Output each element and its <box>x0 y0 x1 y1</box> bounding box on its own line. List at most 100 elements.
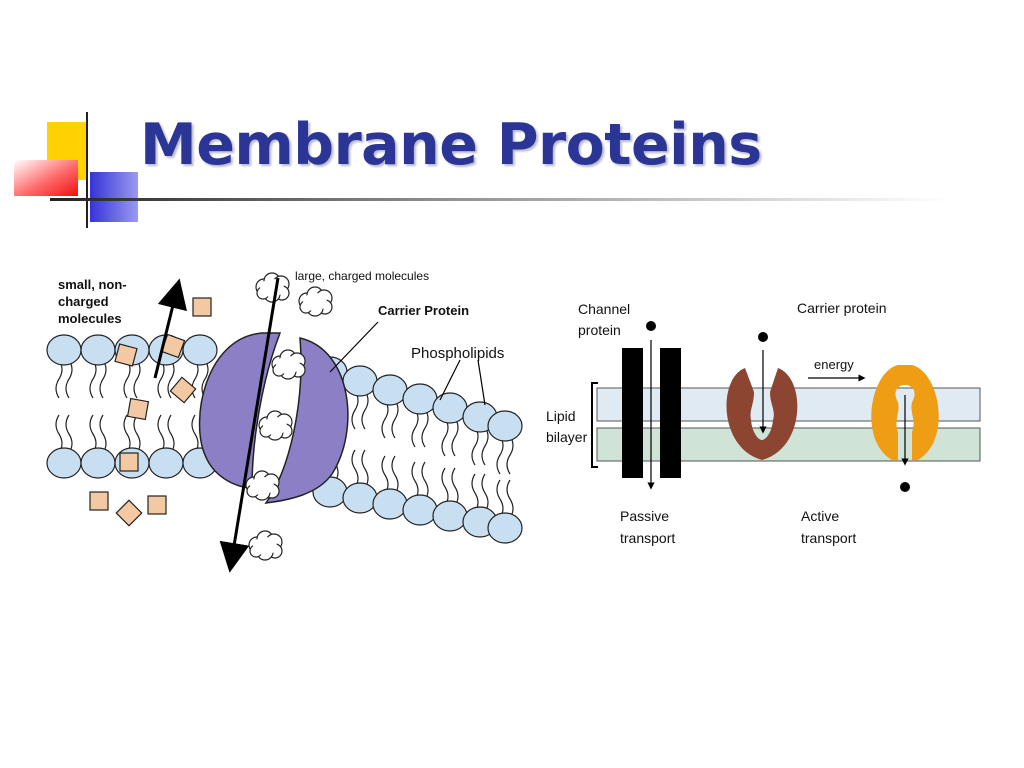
small-molecule <box>89 491 109 511</box>
lipid-bilayer-label-2: bilayer <box>546 429 588 445</box>
lipid-tail <box>391 455 399 495</box>
energy-label: energy <box>814 357 854 372</box>
phospholipid-bilayer <box>46 334 523 544</box>
lipid-tail <box>481 473 489 513</box>
small-molecules-label-1: small, non- <box>58 277 127 292</box>
active-transport-label-2: transport <box>801 530 856 546</box>
carrier-leader-line <box>329 321 379 373</box>
carrier-protein-brown <box>726 368 798 460</box>
lipid-tail <box>89 359 97 399</box>
lipid-tail <box>65 414 73 454</box>
large-molecule <box>245 470 280 501</box>
phospholipid-head <box>342 482 378 514</box>
lipid-tail <box>55 414 63 454</box>
phospholipid-leader-line-2 <box>477 359 486 406</box>
lipid-tail <box>381 455 389 495</box>
blue-square <box>90 172 138 222</box>
bilayer-bracket <box>591 382 598 468</box>
lipid-tail <box>55 359 63 399</box>
lipid-bilayer-label-1: Lipid <box>546 408 576 424</box>
lipid-tail <box>506 435 514 475</box>
small-molecules-label-2: charged <box>58 294 109 309</box>
lipid-tail <box>441 417 449 457</box>
phospholipid-head <box>432 500 468 532</box>
small-molecule <box>169 376 197 404</box>
lipid-tail <box>167 359 175 399</box>
phospholipid-head <box>487 512 523 544</box>
channel-protein-label-2: protein <box>578 322 621 338</box>
lipid-tail <box>65 359 73 399</box>
phospholipid-head <box>372 488 408 520</box>
lipid-tail <box>123 414 131 454</box>
lipid-tail <box>451 417 459 457</box>
large-molecule <box>255 272 290 303</box>
active-solute-bottom <box>900 482 910 492</box>
carrier-protein-label-right: Carrier protein <box>797 300 886 316</box>
lipid-tail <box>157 414 165 454</box>
large-molecule <box>258 410 293 441</box>
lipid-tail <box>411 408 419 448</box>
lipid-tail <box>191 414 199 454</box>
small-molecule-arrow <box>153 278 187 379</box>
large-molecule <box>248 530 283 561</box>
large-molecules-label: large, charged molecules <box>295 269 429 283</box>
channel-protein-left <box>622 348 643 478</box>
phospholipid-head <box>342 365 378 397</box>
small-molecule <box>126 397 150 421</box>
channel-protein-label-1: Channel <box>578 301 630 317</box>
phospholipid-head <box>148 447 184 479</box>
lipid-tail <box>167 414 175 454</box>
large-charged-molecules <box>245 272 333 561</box>
lipid-tail <box>381 399 389 439</box>
phospholipid-head <box>80 447 116 479</box>
lipid-tail <box>451 467 459 507</box>
lipid-tail <box>133 414 141 454</box>
lipid-tail <box>361 449 369 489</box>
phospholipid-head <box>402 494 438 526</box>
small-molecule <box>115 499 143 527</box>
channel-protein-right <box>660 348 681 478</box>
lipid-tail <box>471 426 479 466</box>
phospholipid-head <box>46 334 82 366</box>
lipid-tail <box>411 461 419 501</box>
lipid-tail <box>99 414 107 454</box>
left-membrane-diagram: small, non- charged molecules large, cha… <box>46 269 523 573</box>
carrier-protein-shape <box>198 332 349 504</box>
active-solute-top <box>758 332 768 342</box>
title-underline <box>50 198 950 201</box>
phospholipid-head <box>372 374 408 406</box>
small-molecule <box>192 297 212 317</box>
large-molecule <box>298 286 333 317</box>
passive-transport-label-2: transport <box>620 530 675 546</box>
lipid-tail <box>89 414 97 454</box>
lipid-tail <box>391 399 399 439</box>
small-molecule <box>119 452 139 472</box>
right-transport-diagram: Channel protein Carrier protein Lipid bi… <box>546 300 981 546</box>
lipid-tail <box>201 359 209 399</box>
carrier-protein-label: Carrier Protein <box>378 303 469 318</box>
phospholipid-head <box>432 392 468 424</box>
carrier-protein-orange <box>871 365 939 460</box>
lipid-tail <box>421 408 429 448</box>
lipid-tail <box>361 390 369 430</box>
phospholipid-head <box>182 334 218 366</box>
active-transport-label-1: Active <box>801 508 839 524</box>
red-square <box>14 160 78 196</box>
lipid-tail <box>421 461 429 501</box>
small-molecule <box>147 495 167 515</box>
small-molecules-label-3: molecules <box>58 311 122 326</box>
phospholipid-head <box>402 383 438 415</box>
lipid-tail <box>496 479 504 519</box>
lipid-tail <box>506 479 514 519</box>
passive-transport-label-1: Passive <box>620 508 669 524</box>
lipid-tail <box>157 359 165 399</box>
lipid-tail <box>99 359 107 399</box>
phospholipid-head <box>487 410 523 442</box>
lipid-tail <box>481 426 489 466</box>
small-non-charged-molecules <box>89 297 212 527</box>
lipid-tail <box>441 467 449 507</box>
large-molecule-arrow <box>219 277 280 573</box>
phospholipids-label: Phospholipids <box>411 345 504 362</box>
